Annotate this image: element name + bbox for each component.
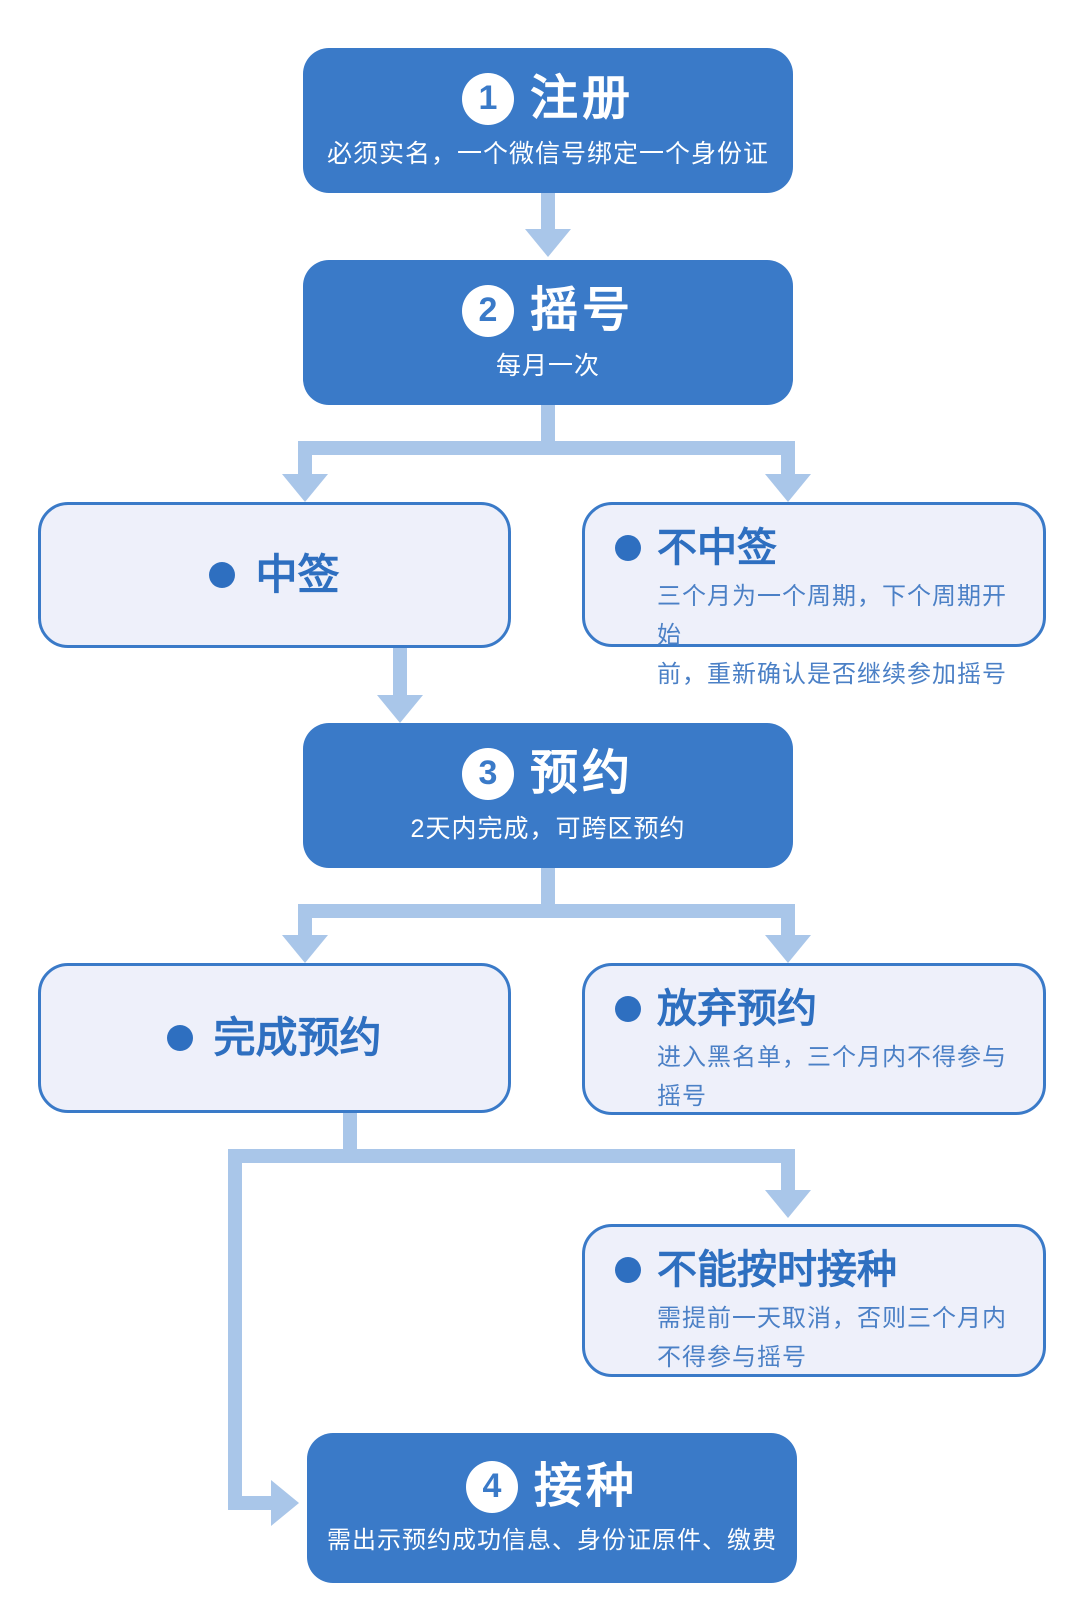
branch-complete-right-arm [781, 1163, 795, 1191]
stage-box-lottery: 2 摇号 每月一次 [303, 260, 793, 405]
bullet-dot-icon [209, 562, 236, 588]
branch-appointment-left-arm [298, 918, 312, 938]
stage-subtitle: 必须实名，一个微信号绑定一个身份证 [326, 139, 769, 168]
step-number-badge: 1 [461, 72, 514, 125]
branch-complete-left-arm [228, 1163, 242, 1510]
arrow-head-down-icon [282, 474, 328, 502]
outcome-box-lose: 不中签 三个月为一个周期，下个周期开始 前，重新确认是否继续参加摇号 [582, 502, 1046, 688]
branch-complete-bar [228, 1149, 795, 1163]
outcome-title-row: 放弃预约 [615, 988, 1023, 1030]
outcome-title: 放弃预约 [657, 987, 817, 1031]
arrow-head-down-icon [765, 474, 811, 502]
branch-appointment-right-arm [781, 918, 795, 938]
branch-appointment-stem [541, 868, 555, 904]
stage-title: 摇号 [529, 283, 634, 337]
stage-title: 预约 [529, 746, 634, 800]
stage-title-row: 2 摇号 [461, 283, 634, 337]
stage-box-vaccinate: 4 接种 需出示预约成功信息、身份证原件、缴费 [307, 1433, 797, 1583]
step-number-badge: 3 [461, 747, 514, 800]
stage-box-appointment: 3 预约 2天内完成，可跨区预约 [303, 723, 793, 868]
outcome-title: 中签 [255, 550, 340, 598]
outcome-title: 不能按时接种 [657, 1248, 897, 1292]
outcome-box-miss-schedule: 不能按时接种 需提前一天取消，否则三个月内 不得参与摇号 [582, 1224, 1046, 1377]
arrow-head-down-icon [282, 935, 328, 963]
outcome-title-row: 不中签 [615, 527, 1023, 569]
step-number-badge: 4 [465, 1460, 518, 1513]
stage-subtitle: 需出示预约成功信息、身份证原件、缴费 [327, 1526, 777, 1554]
arrow-win-to-appointment-stem [393, 648, 407, 696]
branch-lottery-stem [541, 405, 555, 441]
outcome-box-win: 中签 [38, 502, 511, 648]
branch-lottery-left-arm [298, 455, 312, 475]
bullet-dot-icon [615, 996, 641, 1022]
outcome-box-complete: 完成预约 [38, 963, 511, 1113]
bullet-dot-icon [167, 1025, 194, 1051]
outcome-title-row: 不能按时接种 [615, 1249, 1023, 1291]
stage-title-row: 4 接种 [465, 1459, 638, 1513]
stage-title-row: 1 注册 [461, 71, 634, 125]
outcome-body: 三个月为一个周期，下个周期开始 前，重新确认是否继续参加摇号 [657, 583, 1007, 688]
stage-subtitle: 每月一次 [495, 351, 600, 380]
stage-subtitle: 2天内完成，可跨区预约 [410, 814, 686, 843]
branch-lottery-right-arm [781, 455, 795, 475]
arrow-head-down-icon [765, 935, 811, 963]
bullet-dot-icon [615, 535, 641, 561]
outcome-title: 不中签 [657, 526, 777, 570]
bullet-dot-icon [615, 1257, 641, 1283]
arrow-head-right-icon [271, 1480, 299, 1526]
arrow-head-down-icon [525, 229, 571, 257]
stage-title: 注册 [529, 71, 634, 125]
arrow-to-vaccinate-elbow [228, 1496, 271, 1510]
arrow-head-down-icon [765, 1190, 811, 1218]
branch-lottery-bar [298, 441, 795, 455]
branch-complete-stem [343, 1113, 357, 1149]
arrow-register-to-lottery-stem [541, 193, 555, 230]
outcome-body: 需提前一天取消，否则三个月内 不得参与摇号 [657, 1305, 1007, 1371]
arrow-head-down-icon [377, 695, 423, 723]
outcome-box-giveup: 放弃预约 进入黑名单，三个月内不得参与 摇号 [582, 963, 1046, 1115]
stage-box-register: 1 注册 必须实名，一个微信号绑定一个身份证 [303, 48, 793, 193]
stage-title-row: 3 预约 [461, 746, 634, 800]
step-number-badge: 2 [461, 284, 514, 337]
outcome-title: 完成预约 [213, 1013, 382, 1061]
stage-title: 接种 [533, 1459, 638, 1513]
outcome-body: 进入黑名单，三个月内不得参与 摇号 [657, 1044, 1007, 1110]
branch-appointment-bar [298, 904, 795, 918]
